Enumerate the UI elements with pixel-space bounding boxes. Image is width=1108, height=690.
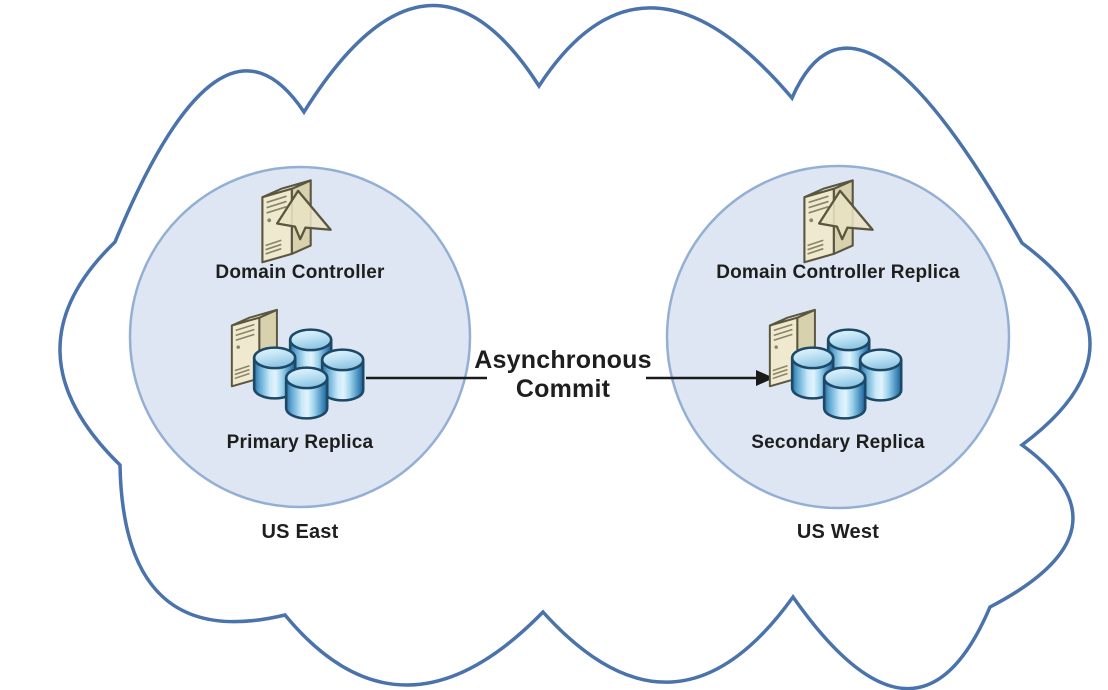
domain-controller-label: Domain Controller xyxy=(215,262,385,283)
domain-controller-replica-label: Domain Controller Replica xyxy=(716,262,960,283)
asynchronous-commit-label-line1: Asynchronous xyxy=(474,346,652,374)
asynchronous-commit-label-line2: Commit xyxy=(515,375,611,403)
primary-replica-label: Primary Replica xyxy=(226,432,374,453)
asynchronous-commit-label: Asynchronous Commit xyxy=(463,346,663,404)
region-name-us-west: US West xyxy=(796,521,880,543)
region-name-us-east: US East xyxy=(261,521,339,543)
secondary-replica-label: Secondary Replica xyxy=(751,432,925,453)
replication-arrow xyxy=(366,370,774,386)
